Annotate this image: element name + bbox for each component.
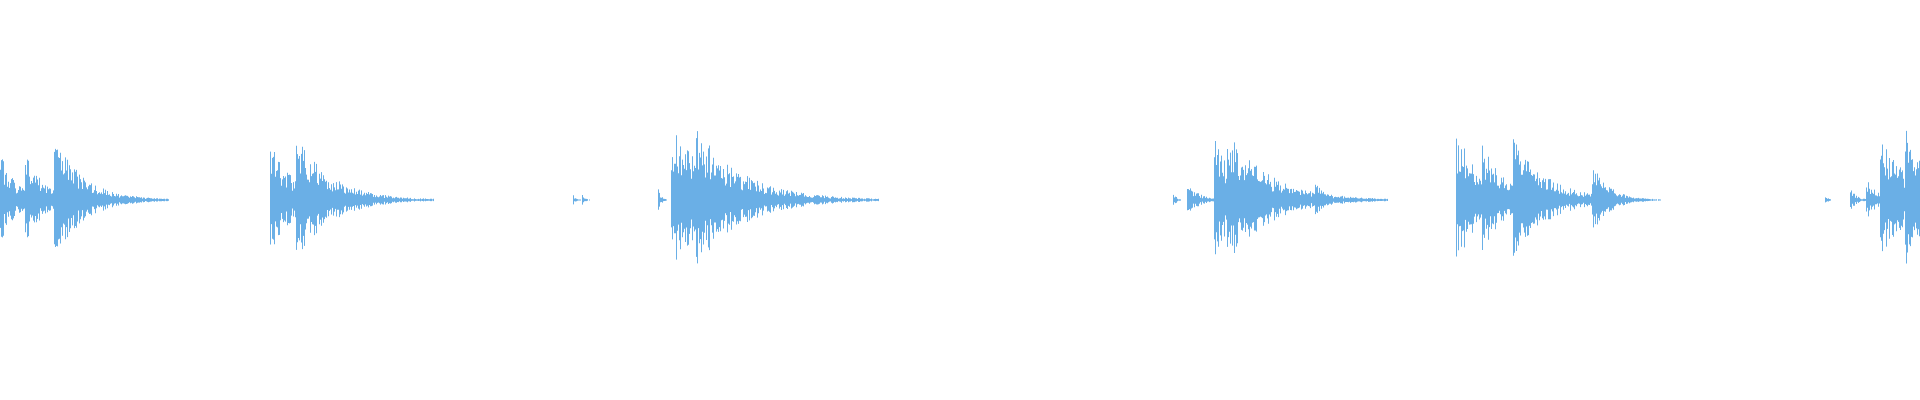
- waveform-path: [0, 130, 1920, 264]
